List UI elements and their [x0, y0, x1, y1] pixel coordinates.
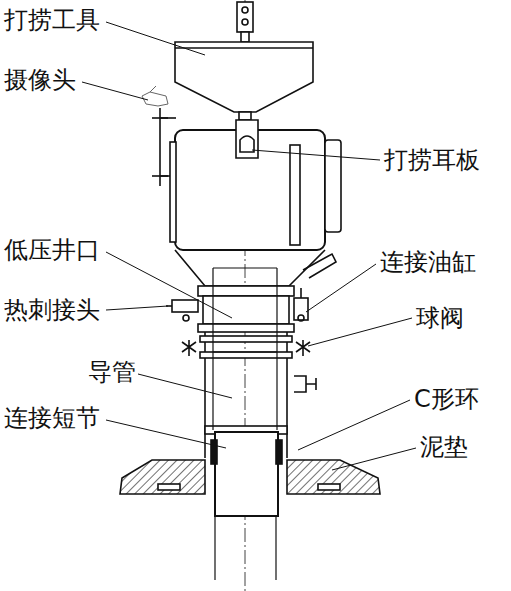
part-label: 连接短节 — [4, 406, 100, 430]
part-label: 泥垫 — [420, 435, 468, 459]
mud-pad — [120, 460, 380, 494]
connecting-cylinder — [294, 288, 308, 321]
part-label: 热刺接头 — [4, 298, 100, 322]
conduit — [213, 268, 277, 430]
part-label: 连接油缸 — [380, 250, 476, 274]
part-label: 打捞耳板 — [384, 148, 480, 172]
fishing-tool — [175, 2, 313, 120]
chamber — [170, 120, 341, 286]
ball-valve — [182, 340, 316, 392]
part-label: 打捞工具 — [4, 8, 100, 32]
leader-lines — [82, 22, 416, 470]
part-label: 球阀 — [416, 306, 464, 330]
part-label: 摄像头 — [4, 68, 76, 92]
hot-tap-joint — [166, 300, 198, 321]
connecting-sub — [211, 432, 282, 516]
part-label: 低压井口 — [4, 238, 100, 262]
part-label: 导管 — [88, 360, 136, 384]
part-label: C形环 — [414, 387, 479, 411]
